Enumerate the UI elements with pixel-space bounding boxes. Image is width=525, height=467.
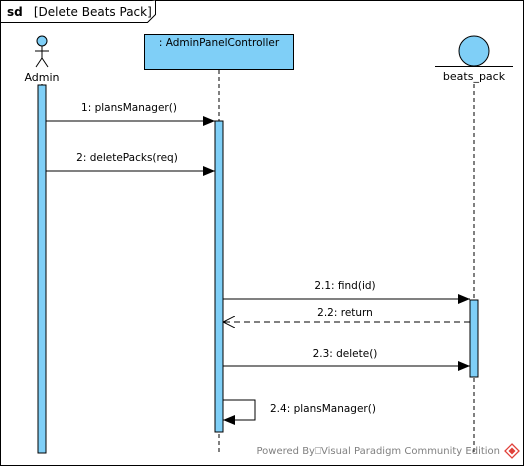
participant-admin[interactable]: Admin bbox=[24, 35, 60, 84]
footer-text: Powered By⎕Visual Paradigm Community Edi… bbox=[257, 446, 501, 457]
message-2-4-label: 2.4: plansManager() bbox=[270, 403, 376, 415]
activation-controller bbox=[214, 120, 224, 433]
actor-right-leg bbox=[41, 57, 49, 68]
activation-beats-pack bbox=[469, 299, 479, 378]
frame-tag-pentagon bbox=[0, 0, 156, 23]
message-2-2[interactable]: 2.2: return bbox=[223, 307, 470, 322]
message-2-1[interactable]: 2.1: find(id) bbox=[223, 280, 470, 304]
admin-label: Admin bbox=[24, 71, 59, 84]
vp-logo-icon bbox=[504, 443, 520, 459]
actor-left-leg bbox=[35, 57, 43, 68]
message-2-label: 2: deletePacks(req) bbox=[76, 152, 178, 164]
frame-keyword: sd bbox=[7, 5, 23, 19]
frame-name: [Delete Beats Pack] bbox=[34, 5, 152, 19]
entity-label: beats_pack bbox=[443, 70, 506, 83]
message-2[interactable]: 2: deletePacks(req) bbox=[46, 152, 215, 176]
controller-label: : AdminPanelController bbox=[159, 37, 280, 49]
activation-admin bbox=[37, 84, 47, 454]
participant-beats-pack[interactable]: beats_pack bbox=[435, 35, 513, 83]
svg-text:sd [Delete Beats Pack]: sd [Delete Beats Pack] bbox=[7, 1, 152, 20]
participant-controller[interactable]: : AdminPanelController bbox=[144, 34, 294, 70]
message-2-4[interactable]: 2.4: plansManager() bbox=[223, 399, 376, 425]
entity-icon bbox=[458, 35, 490, 67]
message-2-1-label: 2.1: find(id) bbox=[314, 280, 375, 292]
message-1-label: 1: plansManager() bbox=[81, 102, 177, 114]
message-2-3[interactable]: 2.3: delete() bbox=[223, 348, 470, 371]
message-2-4-arrow bbox=[223, 399, 256, 425]
message-1[interactable]: 1: plansManager() bbox=[46, 102, 215, 126]
message-2-3-label: 2.3: delete() bbox=[313, 348, 378, 360]
controller-box bbox=[144, 34, 294, 70]
actor-head-icon bbox=[36, 35, 48, 47]
message-2-2-label: 2.2: return bbox=[317, 307, 373, 319]
